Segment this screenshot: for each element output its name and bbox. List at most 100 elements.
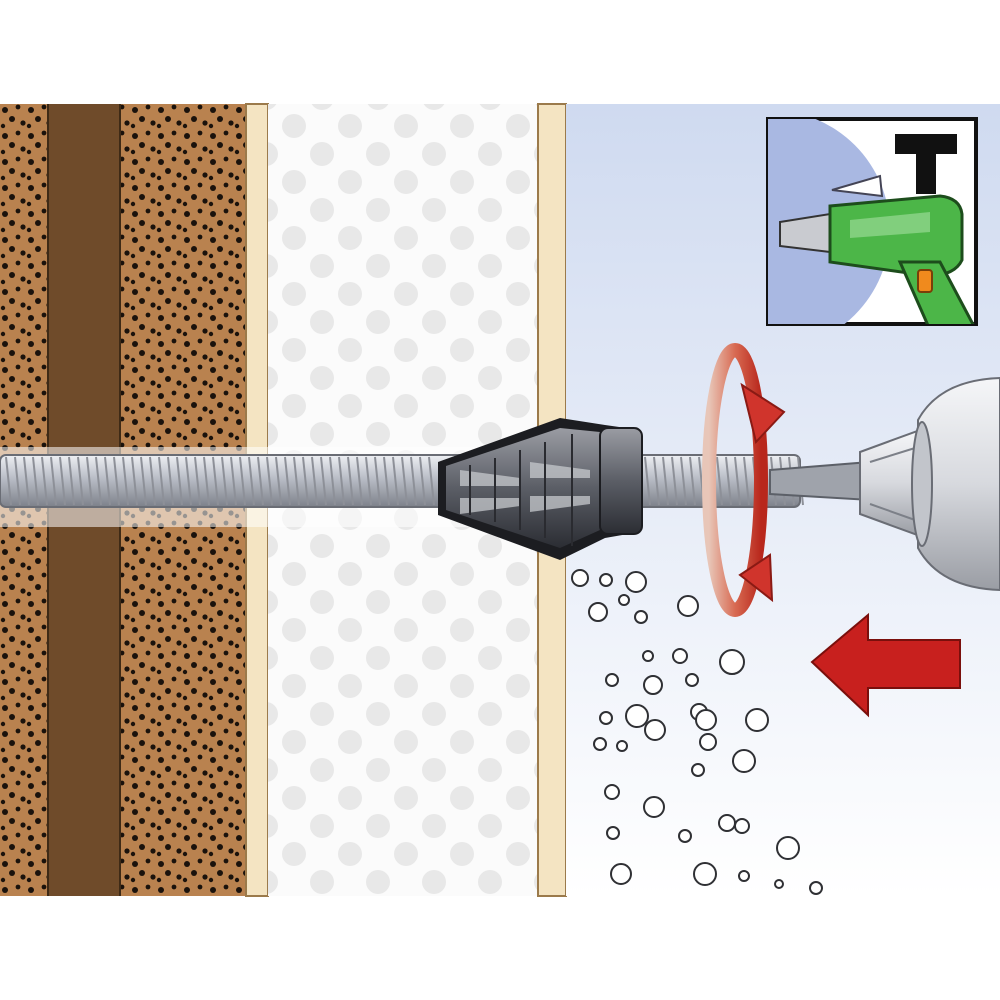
drill-chuck bbox=[769, 376, 1000, 592]
rod-thread bbox=[14, 456, 21, 506]
dust-particle bbox=[732, 749, 756, 773]
dust-particle bbox=[718, 814, 736, 832]
dust-particle bbox=[719, 649, 745, 675]
push-direction-arrow bbox=[810, 612, 961, 718]
rod-thread bbox=[410, 456, 417, 506]
drill-bit-icon bbox=[831, 174, 884, 198]
rod-thread bbox=[716, 456, 723, 506]
rod-thread bbox=[32, 456, 39, 506]
dust-particle bbox=[634, 610, 648, 624]
rod-thread bbox=[140, 456, 147, 506]
rod-thread bbox=[68, 456, 75, 506]
dust-particle bbox=[616, 740, 628, 752]
rod-thread bbox=[401, 456, 408, 506]
rod-thread bbox=[302, 456, 309, 506]
rod-thread bbox=[284, 456, 291, 506]
rod-thread bbox=[149, 456, 156, 506]
rod-thread bbox=[176, 456, 183, 506]
rod-thread bbox=[374, 456, 381, 506]
rod-thread bbox=[203, 456, 210, 506]
rod-thread bbox=[689, 456, 696, 506]
rod-thread bbox=[419, 456, 426, 506]
rod-thread bbox=[23, 456, 30, 506]
drill-icon bbox=[779, 194, 975, 324]
dust-particle bbox=[677, 595, 699, 617]
rod-thread bbox=[266, 456, 273, 506]
hammer-off-icon bbox=[895, 134, 957, 194]
drill-dust bbox=[571, 569, 823, 895]
rod-thread bbox=[248, 456, 255, 506]
dust-particle bbox=[745, 708, 769, 732]
rod-thread bbox=[50, 456, 57, 506]
rod-thread bbox=[680, 456, 687, 506]
dust-particle bbox=[593, 737, 607, 751]
rod-thread bbox=[347, 456, 354, 506]
dust-particle bbox=[618, 594, 630, 606]
rod-thread bbox=[644, 456, 651, 506]
rod-thread bbox=[293, 456, 300, 506]
rod-thread bbox=[428, 456, 435, 506]
dust-particle bbox=[643, 796, 665, 818]
rod-thread bbox=[122, 456, 129, 506]
dust-particle bbox=[599, 573, 613, 587]
tool-inset-box bbox=[766, 117, 978, 326]
rod-thread bbox=[725, 456, 732, 506]
rod-thread bbox=[131, 456, 138, 506]
rod-thread bbox=[329, 456, 336, 506]
rod-thread bbox=[158, 456, 165, 506]
rod-thread bbox=[59, 456, 66, 506]
rod-thread bbox=[5, 456, 12, 506]
rod-thread bbox=[257, 456, 264, 506]
dust-particle bbox=[738, 870, 750, 882]
rod-thread bbox=[167, 456, 174, 506]
rod-thread bbox=[383, 456, 390, 506]
rod-thread bbox=[365, 456, 372, 506]
dust-particle bbox=[610, 863, 632, 885]
rod-thread bbox=[212, 456, 219, 506]
rod-thread bbox=[320, 456, 327, 506]
rod-thread bbox=[743, 456, 750, 506]
dust-particle bbox=[642, 650, 654, 662]
dust-particle bbox=[599, 711, 613, 725]
dust-particle bbox=[604, 784, 620, 800]
dust-particle bbox=[625, 571, 647, 593]
dust-particle bbox=[606, 826, 620, 840]
rod-thread bbox=[653, 456, 660, 506]
dust-particle bbox=[672, 648, 688, 664]
dust-particle bbox=[809, 881, 823, 895]
rod-thread bbox=[392, 456, 399, 506]
rod-thread bbox=[95, 456, 102, 506]
dust-particle bbox=[605, 673, 619, 687]
rod-thread bbox=[311, 456, 318, 506]
rod-thread bbox=[221, 456, 228, 506]
rod-thread bbox=[671, 456, 678, 506]
rod-thread bbox=[185, 456, 192, 506]
rod-thread bbox=[113, 456, 120, 506]
dust-particle bbox=[695, 709, 717, 731]
rod-thread bbox=[41, 456, 48, 506]
dust-particle bbox=[699, 733, 717, 751]
dust-particle bbox=[776, 836, 800, 860]
rod-thread bbox=[356, 456, 363, 506]
threaded-rod bbox=[0, 454, 804, 508]
dust-particle bbox=[693, 862, 717, 886]
rod-thread bbox=[662, 456, 669, 506]
rod-thread bbox=[230, 456, 237, 506]
dust-particle bbox=[678, 829, 692, 843]
dust-particle bbox=[571, 569, 589, 587]
dust-particle bbox=[774, 879, 784, 889]
dust-particle bbox=[734, 818, 750, 834]
rod-thread bbox=[194, 456, 201, 506]
dust-particle bbox=[691, 763, 705, 777]
rotation-arrow bbox=[702, 343, 786, 617]
rod-thread bbox=[86, 456, 93, 506]
rod-thread bbox=[734, 456, 741, 506]
expansion-anchor bbox=[438, 418, 643, 560]
dust-particle bbox=[643, 675, 663, 695]
rod-thread bbox=[275, 456, 282, 506]
dust-particle bbox=[588, 602, 608, 622]
dust-particle bbox=[625, 704, 649, 728]
dust-particle bbox=[685, 673, 699, 687]
rod-thread bbox=[239, 456, 246, 506]
